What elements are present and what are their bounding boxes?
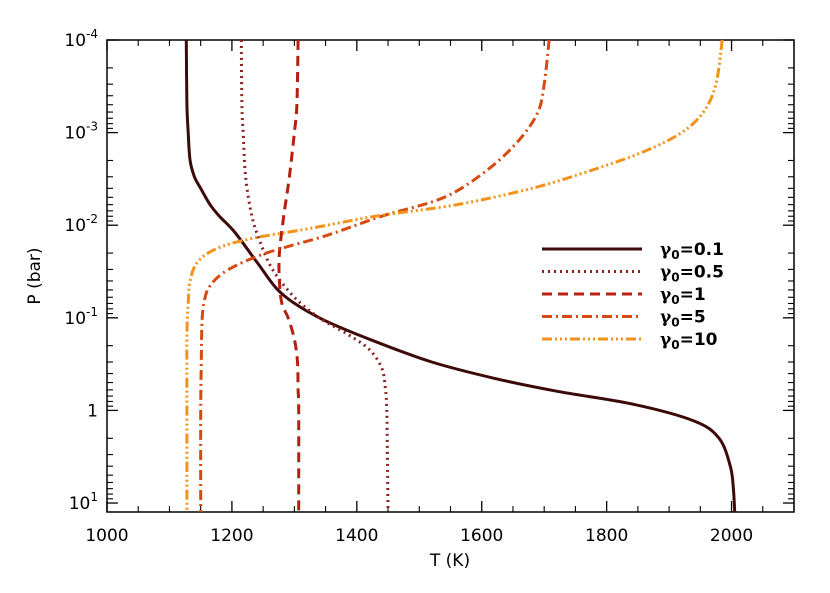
legend-label: γ0=10	[660, 330, 718, 352]
y-tick-base: 10	[64, 309, 86, 329]
legend: γ0=0.1γ0=0.5γ0=1γ0=5γ0=10	[542, 240, 724, 352]
y-tick-base: 1	[87, 401, 98, 421]
legend-value: =1	[680, 285, 706, 305]
legend-subscript: 0	[671, 293, 679, 307]
y-tick-exponent: 1	[90, 490, 98, 504]
legend-subscript: 0	[671, 316, 679, 330]
y-tick-label: 10-4	[64, 27, 98, 51]
y-tick-exponent: -1	[86, 305, 98, 319]
legend-subscript: 0	[671, 338, 679, 352]
x-tick-label: 1000	[85, 526, 128, 546]
x-tick-label: 1400	[335, 526, 378, 546]
legend-symbol: γ	[660, 308, 672, 328]
y-tick-base: 10	[64, 216, 86, 236]
series-line	[184, 39, 737, 513]
y-tick-label: 10-2	[64, 212, 98, 236]
y-tick-label: 10-1	[64, 305, 98, 329]
legend-value: =0.5	[680, 263, 724, 283]
y-tick-label: 1	[87, 401, 98, 421]
y-tick-base: 10	[64, 124, 86, 144]
legend-value: =10	[680, 330, 718, 350]
legend-label: γ0=0.5	[660, 263, 724, 285]
legend-symbol: γ	[660, 240, 672, 260]
y-tick-base: 10	[69, 494, 91, 514]
legend-subscript: 0	[671, 248, 679, 262]
series-line	[239, 39, 390, 513]
legend-label: γ0=1	[660, 285, 706, 307]
legend-value: =0.1	[680, 240, 724, 260]
legend-label: γ0=0.1	[660, 240, 724, 262]
y-tick-label: 10-3	[64, 120, 98, 144]
x-tick-label: 1800	[585, 526, 628, 546]
x-axis-label: T (K)	[429, 551, 470, 571]
y-tick-exponent: -2	[86, 212, 98, 226]
legend-subscript: 0	[671, 271, 679, 285]
series-line	[199, 39, 551, 513]
legend-symbol: γ	[660, 285, 672, 305]
y-tick-base: 10	[64, 31, 86, 51]
y-tick-exponent: -3	[86, 120, 98, 134]
x-tick-label: 2000	[710, 526, 753, 546]
x-tick-label: 1200	[210, 526, 253, 546]
series-line	[185, 39, 724, 512]
legend-value: =5	[680, 308, 706, 328]
y-axis-label: P (bar)	[25, 247, 45, 304]
x-tick-label: 1600	[460, 526, 503, 546]
legend-symbol: γ	[660, 330, 672, 350]
y-tick-label: 101	[69, 490, 98, 514]
series-line	[277, 39, 301, 513]
legend-symbol: γ	[660, 263, 672, 283]
series-lines	[184, 39, 737, 513]
legend-label: γ0=5	[660, 308, 706, 330]
y-tick-exponent: -4	[86, 27, 98, 41]
